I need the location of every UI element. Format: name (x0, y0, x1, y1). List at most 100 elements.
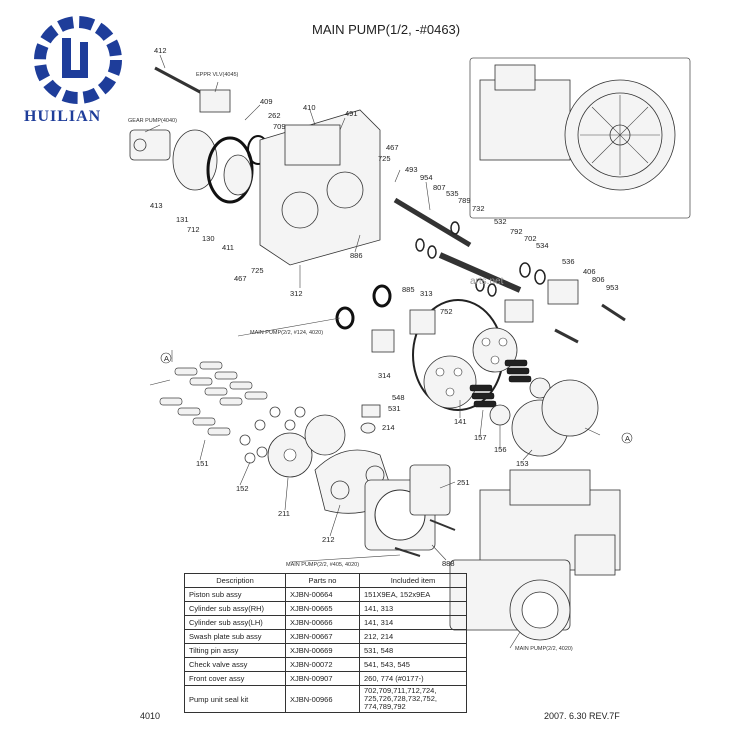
cell-included: 541, 543, 545 (359, 657, 467, 672)
table-row: Check valve assy XJBN-00072 541, 543, 54… (184, 657, 467, 672)
piston-plate-313 (409, 309, 436, 335)
callout-413: 413 (150, 201, 163, 210)
cell-included: 151X9EA, 152x9EA (359, 587, 467, 602)
callout-807: 807 (433, 183, 446, 192)
callout-212: 212 (322, 535, 335, 544)
eppr-valve (199, 89, 231, 113)
cell-description: Front cover assy (184, 671, 286, 686)
table-row: Swash plate sub assy XJBN-00667 212, 214 (184, 629, 467, 644)
callout-752: 752 (440, 307, 453, 316)
header-included-item: Included item (359, 573, 467, 588)
callout-709: 709 (273, 122, 286, 131)
retainer-156 (489, 404, 511, 426)
callout-535: 535 (446, 189, 459, 198)
cell-included: 531, 548 (359, 643, 467, 658)
label-eppr: EPPR VLV(4045) (196, 72, 239, 78)
cell-description: Pump unit seal kit (184, 685, 286, 713)
table-row: Tilting pin assy XJBN-00669 531, 548 (184, 643, 467, 658)
header-description: Description (184, 573, 286, 588)
table-row: Cylinder sub assy(RH) XJBN-00665 141, 31… (184, 601, 467, 616)
cell-included: 702,709,711,712,724, 725,726,728,732,752… (359, 685, 467, 713)
callout-130: 130 (202, 234, 215, 243)
callout-725b: 725 (251, 266, 264, 275)
callout-262: 262 (268, 111, 281, 120)
cell-description: Tilting pin assy (184, 643, 286, 658)
label-mp-22: MAIN PUMP(2/2, 4020) (515, 646, 573, 652)
piston-array-151 (159, 361, 268, 436)
callout-141: 141 (454, 417, 467, 426)
callout-725a: 725 (378, 154, 391, 163)
callout-886: 886 (350, 251, 363, 260)
callout-712: 712 (187, 225, 200, 234)
callout-131: 131 (176, 215, 189, 224)
pin-214 (360, 422, 376, 434)
assembly-inset-frame (469, 57, 691, 219)
cell-parts-no: XJBN-00072 (285, 657, 360, 672)
cell-description: Cylinder sub assy(LH) (184, 615, 286, 630)
callout-531: 531 (388, 404, 401, 413)
callout-491: 491 (345, 109, 358, 118)
table-row: Front cover assy XJBN-00907 260, 774 (#0… (184, 671, 467, 686)
shoe-ring-152 (239, 406, 306, 464)
callout-412: 412 (154, 46, 167, 55)
cell-parts-no: XJBN-00665 (285, 601, 360, 616)
callout-a-left: A (164, 354, 169, 363)
cell-parts-no: XJBN-00669 (285, 643, 360, 658)
cell-included: 212, 214 (359, 629, 467, 644)
callout-953: 953 (606, 283, 619, 292)
cell-included: 260, 774 (#0177-) (359, 671, 467, 686)
callout-467a: 467 (386, 143, 399, 152)
callout-954: 954 (420, 173, 433, 182)
shoe-pack-157 (469, 359, 532, 408)
callout-806: 806 (592, 275, 605, 284)
label-mp-124: MAIN PUMP(2/2, #124, 4020) (250, 330, 323, 336)
callout-789: 789 (458, 196, 471, 205)
callout-888: 888 (442, 559, 455, 568)
callout-251: 251 (457, 478, 470, 487)
page-number: 4010 (140, 711, 161, 721)
table-row: Piston sub assy XJBN-00664 151X9EA, 152x… (184, 587, 467, 602)
watermark: arts.net (470, 276, 504, 287)
callout-157: 157 (474, 433, 487, 442)
callout-732: 732 (472, 204, 485, 213)
callout-312: 312 (290, 289, 303, 298)
callout-792: 792 (510, 227, 523, 236)
callout-536: 536 (562, 257, 575, 266)
gear-pump (129, 129, 171, 161)
label-gear-pump: GEAR PUMP(4040) (128, 118, 177, 124)
callout-314: 314 (378, 371, 391, 380)
tilt-pin-531 (361, 404, 381, 418)
callout-885: 885 (402, 285, 415, 294)
huilian-logo (34, 16, 122, 104)
callout-156: 156 (494, 445, 507, 454)
block-536 (547, 279, 579, 305)
cell-included: 141, 313 (359, 601, 467, 616)
cell-description: Check valve assy (184, 657, 286, 672)
cell-description: Cylinder sub assy(RH) (184, 601, 286, 616)
cell-description: Piston sub assy (184, 587, 286, 602)
seal-left (335, 306, 355, 330)
callout-548: 548 (392, 393, 405, 402)
brand-name: HUILIAN (24, 108, 102, 125)
callout-702: 702 (524, 234, 537, 243)
table-row: Cylinder sub assy(LH) XJBN-00666 141, 31… (184, 615, 467, 630)
cell-included: 141, 314 (359, 615, 467, 630)
assembled-pump-lower (449, 469, 621, 641)
revision-date: 2007. 6.30 REV.7F (544, 711, 620, 721)
parts-table: Description Parts no Included item Pisto… (184, 573, 467, 713)
callout-211: 211 (278, 509, 290, 518)
callout-411: 411 (222, 243, 234, 252)
block-right (504, 299, 534, 323)
callout-313: 313 (420, 289, 433, 298)
header-parts-no: Parts no (285, 573, 360, 588)
plate-131 (172, 129, 218, 191)
cell-description: Swash plate sub assy (184, 629, 286, 644)
callout-152: 152 (236, 484, 249, 493)
cell-parts-no: XJBN-00966 (285, 685, 360, 713)
plate-130 (223, 154, 253, 196)
callout-410: 410 (303, 103, 316, 112)
callout-493: 493 (405, 165, 418, 174)
callout-532: 532 (494, 217, 507, 226)
cell-parts-no: XJBN-00667 (285, 629, 360, 644)
